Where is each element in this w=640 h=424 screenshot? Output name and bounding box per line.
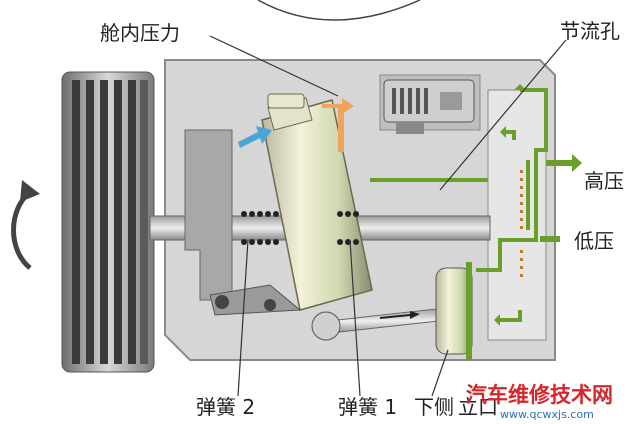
watermark-url: www.qcwxjs.com bbox=[500, 408, 594, 421]
control-valve bbox=[383, 79, 475, 134]
label-lower-side: 下侧 bbox=[414, 395, 454, 419]
watermark-title: 汽车维修技术网 bbox=[466, 383, 613, 407]
rotation-arrow-icon bbox=[11, 180, 40, 270]
spring-2-coils bbox=[241, 211, 279, 245]
callout-circle bbox=[257, 0, 421, 21]
spring-1-coils bbox=[337, 211, 359, 245]
flow-arrows bbox=[494, 84, 582, 326]
linkage-arm bbox=[209, 284, 302, 316]
label-orifice: 节流孔 bbox=[560, 19, 620, 43]
refrigerant-lines bbox=[370, 88, 548, 322]
label-high-pressure: 高压 bbox=[584, 169, 624, 193]
label-lower-side-tail: 立口 bbox=[458, 395, 498, 419]
label-spring-2: 弹簧 2 bbox=[196, 395, 255, 419]
front-block bbox=[184, 129, 233, 301]
swash-plate bbox=[261, 93, 373, 311]
valve-dots bbox=[520, 170, 523, 277]
orange-arrow-icon bbox=[322, 98, 354, 152]
pulley bbox=[61, 71, 155, 373]
label-cabin-pressure: 舱内压力 bbox=[100, 21, 180, 45]
lower-piston bbox=[435, 262, 473, 360]
label-low-pressure: 低压 bbox=[574, 229, 614, 253]
blue-arrow-icon bbox=[238, 126, 272, 148]
leader-lines bbox=[209, 35, 567, 397]
label-spring-1: 弹簧 1 bbox=[338, 395, 397, 419]
